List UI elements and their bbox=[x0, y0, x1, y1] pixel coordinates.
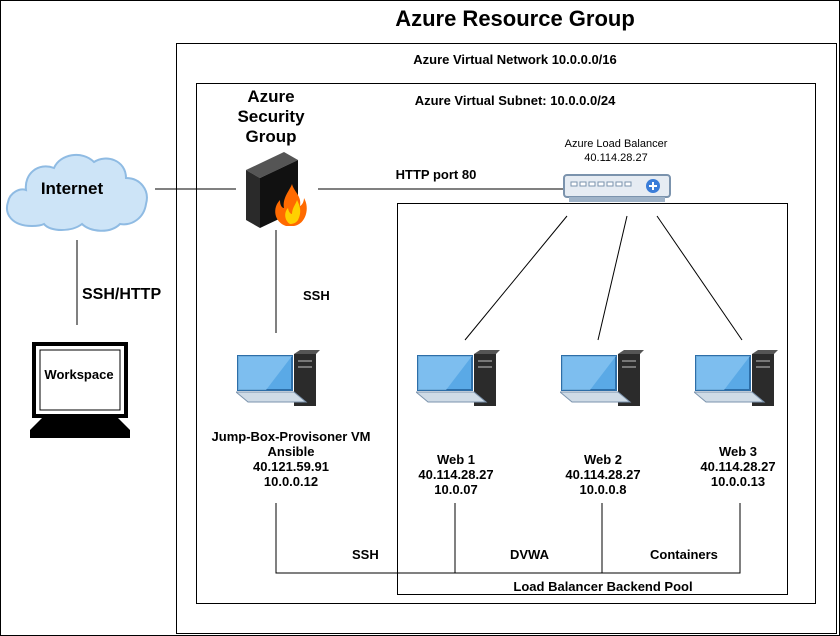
web2-label: Web 2 40.114.28.27 10.0.0.8 bbox=[565, 452, 640, 497]
internet-label: Internet bbox=[40, 179, 104, 198]
web3-vm-icon bbox=[694, 350, 778, 406]
web3-name: Web 3 bbox=[718, 444, 758, 459]
backend-pool-label: Load Balancer Backend Pool bbox=[513, 579, 693, 594]
web2-public-ip: 40.114.28.27 bbox=[565, 467, 641, 482]
web1-label: Web 1 40.114.28.27 10.0.07 bbox=[418, 452, 493, 497]
vnet-box bbox=[176, 43, 837, 634]
jumpbox-sub: Ansible bbox=[267, 444, 315, 459]
jumpbox-private-ip: 10.0.0.12 bbox=[263, 474, 319, 489]
workspace-label: Workspace bbox=[44, 367, 114, 382]
web2-private-ip: 10.0.0.8 bbox=[579, 482, 627, 497]
web3-private-ip: 10.0.0.13 bbox=[710, 474, 766, 489]
jumpbox-label: Jump-Box-Provisoner VM Ansible 40.121.59… bbox=[212, 429, 371, 489]
vnet-label: Azure Virtual Network 10.0.0.0/16 bbox=[413, 52, 617, 67]
security-group-label: Azure Security Group bbox=[237, 87, 305, 146]
http-port-label: HTTP port 80 bbox=[395, 167, 477, 182]
ssh-http-label: SSH/HTTP bbox=[82, 286, 162, 303]
jumpbox-name: Jump-Box-Provisoner VM bbox=[211, 429, 371, 444]
resource-group-title: Azure Resource Group bbox=[395, 6, 635, 31]
web1-name: Web 1 bbox=[436, 452, 476, 467]
cloud-icon bbox=[6, 153, 148, 232]
web1-private-ip: 10.0.07 bbox=[434, 482, 478, 497]
jumpbox-vm-icon bbox=[236, 350, 320, 406]
containers-label: Containers bbox=[650, 547, 718, 562]
lb-to-web1-line bbox=[464, 215, 568, 341]
ssh-bottom-label: SSH bbox=[352, 547, 379, 562]
subnet-label: Azure Virtual Subnet: 10.0.0.0/24 bbox=[414, 93, 616, 108]
lb-to-web2-line bbox=[597, 215, 628, 341]
ssh-top-label: SSH bbox=[303, 288, 330, 303]
jumpbox-public-ip: 40.121.59.91 bbox=[253, 459, 329, 474]
web2-vm-icon bbox=[560, 350, 644, 406]
subnet-box bbox=[196, 83, 816, 604]
load-balancer-name: Azure Load Balancer bbox=[564, 138, 668, 150]
web2-name: Web 2 bbox=[583, 452, 623, 467]
lb-to-web3-line bbox=[656, 215, 743, 341]
web1-vm-icon bbox=[416, 350, 500, 406]
dvwa-label: DVWA bbox=[510, 547, 549, 562]
jumpbox-ssh-bus-line bbox=[275, 503, 741, 574]
web3-public-ip: 40.114.28.27 bbox=[700, 459, 776, 474]
laptop-icon bbox=[30, 342, 130, 438]
web1-public-ip: 40.114.28.27 bbox=[418, 467, 494, 482]
backend-pool-box bbox=[397, 203, 788, 595]
load-balancer-ip: 40.114.28.27 bbox=[584, 152, 648, 164]
load-balancer-icon bbox=[563, 174, 671, 202]
web3-label: Web 3 40.114.28.27 10.0.0.13 bbox=[700, 444, 775, 489]
firewall-icon bbox=[246, 152, 307, 228]
